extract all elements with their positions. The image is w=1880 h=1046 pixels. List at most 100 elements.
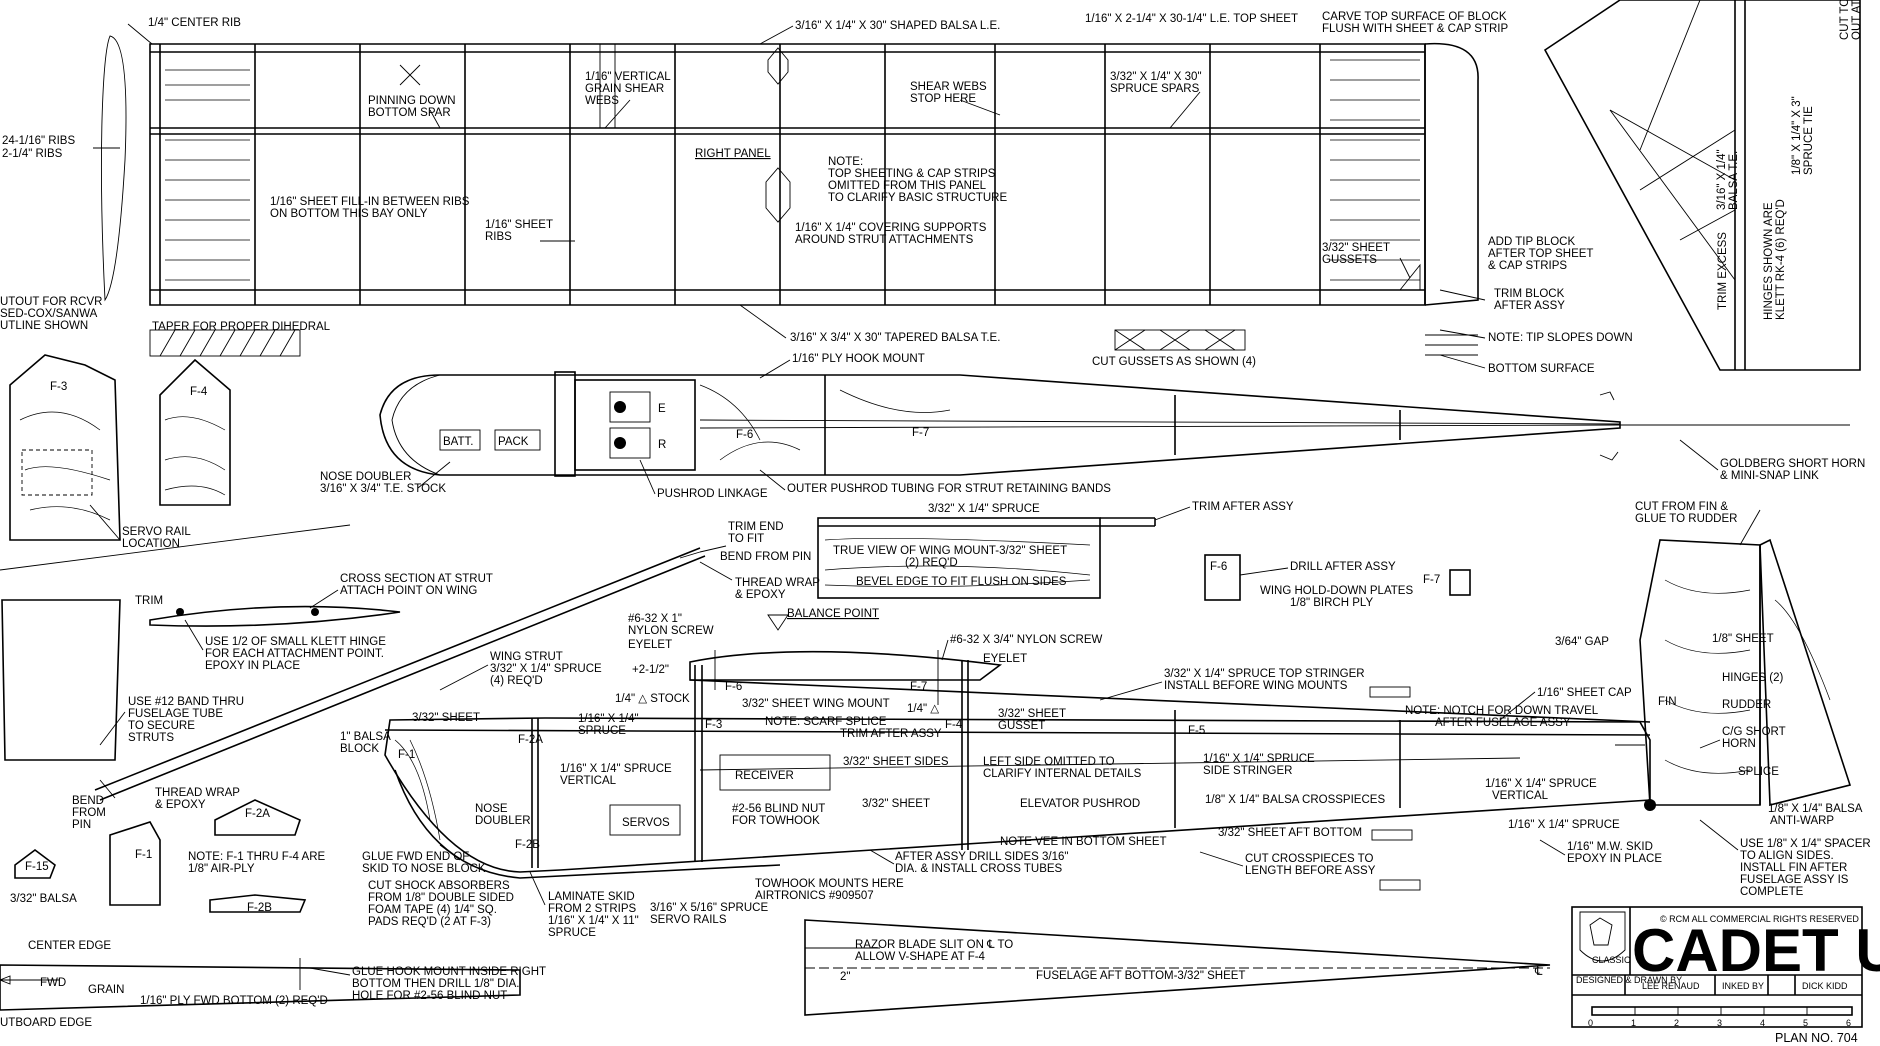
- side-note-vee-label: NOTE VEE IN BOTTOM SHEET: [1000, 836, 1167, 848]
- stab-hinges-label-1: HINGES SHOWN ARE: [1763, 202, 1775, 320]
- bottom-dim-label: 2": [840, 971, 850, 983]
- scale-mark: 0: [1588, 1018, 1593, 1028]
- side-sheet-label: 3/32" SHEET: [412, 712, 480, 724]
- mount-drill-after-label: DRILL AFTER ASSY: [1290, 561, 1396, 573]
- wing-fill-in-label-2: ON BOTTOM THIS BAY ONLY: [270, 208, 428, 220]
- bottom-fwd-label: FWD: [40, 977, 66, 989]
- side-f4-label: F-4: [945, 719, 963, 731]
- former-f1-label: F-1: [135, 849, 152, 861]
- fuselage-top-view: 1/16" PLY HOOK MOUNT BATT. PACK E R F-6 …: [320, 353, 1865, 500]
- side-skid-label-2: EPOXY IN PLACE: [1567, 853, 1662, 865]
- fuse-f6-label: F-6: [736, 429, 753, 441]
- side-servo-rails-label-2: SERVO RAILS: [650, 914, 727, 926]
- wing-sheet-ribs-label-1: 1/16" SHEET: [485, 219, 553, 231]
- scale-bar-marks: 0 1 2 3 4 5 6: [1588, 1018, 1851, 1028]
- side-f5-label: F-5: [1188, 725, 1205, 737]
- side-stock-label: 1/4" △ STOCK: [615, 693, 690, 705]
- strut-trim-label: TRIM: [135, 595, 163, 607]
- plan-number: PLAN NO. 704: [1775, 1031, 1858, 1045]
- bottom-ply-label: 1/16" PLY FWD BOTTOM (2) REQ'D: [140, 995, 328, 1007]
- side-spruce-vertical2-label-2: VERTICAL: [1492, 790, 1549, 802]
- side-trim-after-label: TRIM AFTER ASSY: [840, 728, 942, 740]
- strut-bend-pin-label-1: BEND: [72, 795, 104, 807]
- side-gusset-label-1: 3/32" SHEET: [998, 708, 1066, 720]
- bottom-glue-hook-label-2: BOTTOM THEN DRILL 1/8" DIA.: [352, 978, 519, 990]
- wing-vertical-webs-label-1: 1/16" VERTICAL: [585, 71, 671, 83]
- wing-bottom-surface-label: BOTTOM SURFACE: [1488, 363, 1595, 375]
- side-gap-label: 3/64" GAP: [1555, 636, 1609, 648]
- mount-f6-label: F-6: [1210, 561, 1227, 573]
- title-designed-label: DESIGNED & DRAWN BY: [1576, 975, 1682, 985]
- wing-ribs-2-label: 2-1/4" RIBS: [2, 148, 63, 160]
- side-laminate-skid-label-4: SPRUCE: [548, 927, 596, 939]
- side-sheet-b-label: 3/32" SHEET: [862, 798, 930, 810]
- title-inker: DICK KIDD: [1802, 981, 1848, 991]
- side-spacer-label-3: INSTALL FIN AFTER: [1740, 862, 1847, 874]
- strut-wing-strut-label-3: (4) REQ'D: [490, 675, 543, 687]
- side-after-drill-label-1: AFTER ASSY DRILL SIDES 3/16": [895, 851, 1068, 863]
- strut-band-label-1: USE #12 BAND THRU: [128, 696, 244, 708]
- side-f6-label: F-6: [725, 681, 742, 693]
- former-f3-label: F-3: [50, 381, 67, 393]
- former-balsa-label: 3/32" BALSA: [10, 893, 77, 905]
- side-antiwarp-label-1: 1/8" X 1/4" BALSA: [1768, 803, 1863, 815]
- wing-note-label-1: NOTE:: [828, 156, 863, 168]
- side-hinges2-label: HINGES (2): [1722, 672, 1784, 684]
- side-eyelet-label: EYELET: [628, 639, 672, 651]
- wing-note-label-4: TO CLARIFY BASIC STRUCTURE: [828, 192, 1007, 204]
- bottom-razor-label-1: RAZOR BLADE SLIT ON ℄ TO: [855, 939, 1013, 951]
- fuse-goldberg-label-1: GOLDBERG SHORT HORN: [1720, 458, 1865, 470]
- wing-carve-block-label-1: CARVE TOP SURFACE OF BLOCK: [1322, 11, 1507, 23]
- strut-wing-strut-label-1: WING STRUT: [490, 651, 563, 663]
- side-balsa-block-label-2: BLOCK: [340, 743, 379, 755]
- scale-mark: 1: [1631, 1018, 1636, 1028]
- strut-klett-hinge-label-2: FOR EACH ATTACHMENT POINT.: [205, 648, 384, 660]
- side-aft-bottom-label: 3/32" SHEET AFT BOTTOM: [1218, 827, 1362, 839]
- side-top-stringer-label-2: INSTALL BEFORE WING MOUNTS: [1164, 680, 1348, 692]
- fuse-goldberg-label-2: & MINI-SNAP LINK: [1720, 470, 1819, 482]
- fuse-pushrod-linkage-label: PUSHROD LINKAGE: [657, 488, 768, 500]
- stabilizer-plan: 3/16" X 1/4" BALSA T.E. TRIM EXCESS HING…: [1543, 0, 1863, 371]
- side-balance-point-label: BALANCE POINT: [787, 608, 879, 620]
- bottom-razor-label-2: ALLOW V-SHAPE AT F-4: [855, 951, 986, 963]
- strut-thread-wrap2-label-1: THREAD WRAP: [155, 787, 240, 799]
- stab-hinges-label-2: KLETT RK-4 (6) REQ'D: [1775, 199, 1787, 320]
- wing-taper-dihedral-label: TAPER FOR PROPER DIHEDRAL: [152, 321, 331, 333]
- wing-cut-gussets-label: CUT GUSSETS AS SHOWN (4): [1092, 356, 1256, 368]
- side-left-side-label-2: CLARIFY INTERNAL DETAILS: [983, 768, 1142, 780]
- wing-shaped-le-label: 3/16" X 1/4" X 30" SHAPED BALSA L.E.: [795, 20, 1000, 32]
- side-glue-fwd-label-1: GLUE FWD END OF: [362, 851, 469, 863]
- side-sheet18-label: 1/8" SHEET: [1712, 633, 1774, 645]
- side-spruce-b-label: 1/16" X 1/4" SPRUCE: [1508, 819, 1620, 831]
- side-laminate-skid-label-2: FROM 2 STRIPS: [548, 903, 637, 915]
- stab-spruce-tie-label-1: 1/8" X 1/4" X 3": [1791, 96, 1803, 175]
- wing-cutout-rcvr-label-3: UTLINE SHOWN: [0, 320, 88, 332]
- strut-cross-section-label-1: CROSS SECTION AT STRUT: [340, 573, 493, 585]
- strut-trim-end-label-2: TO FIT: [728, 533, 764, 545]
- strut-band-label-4: STRUTS: [128, 732, 174, 744]
- former-f2b-label: F-2B: [247, 902, 272, 914]
- wing-fill-in-label-1: 1/16" SHEET FILL-IN BETWEEN RIBS: [270, 196, 470, 208]
- strut-wing-strut-label-2: 3/32" X 1/4" SPRUCE: [490, 663, 602, 675]
- side-servos-label: SERVOS: [622, 817, 670, 829]
- bottom-parts: CENTER EDGE FWD GRAIN 1/16" PLY FWD BOTT…: [0, 919, 1551, 1029]
- side-nylon-screw-label-1: #6-32 X 1": [628, 613, 682, 625]
- mount-true-view-label-2: (2) REQ'D: [905, 557, 958, 569]
- scale-mark: 2: [1674, 1018, 1679, 1028]
- strut-bend-pin-label-3: PIN: [72, 819, 91, 831]
- wing-spruce-spars-label-2: SPRUCE SPARS: [1110, 83, 1200, 95]
- former-note-airply-label-2: 1/8" AIR-PLY: [188, 863, 255, 875]
- side-f7-label: F-7: [910, 681, 927, 693]
- side-tri-label: 1/4" △: [907, 703, 940, 715]
- side-skid-label-1: 1/16" M.W. SKID: [1567, 841, 1653, 853]
- side-spruce-vertical-label-2: VERTICAL: [560, 775, 617, 787]
- scale-mark: 5: [1803, 1018, 1808, 1028]
- side-spruce-vertical2-label-1: 1/16" X 1/4" SPRUCE: [1485, 778, 1597, 790]
- title-block: CLASSIC © RCM ALL COMMERCIAL RIGHTS RESE…: [1571, 906, 1880, 1045]
- wing-strut: TRIM END TO FIT BEND FROM PIN THREAD WRA…: [72, 521, 820, 831]
- title-copyright: © RCM ALL COMMERCIAL RIGHTS RESERVED: [1660, 914, 1859, 924]
- side-eyelet2-label: EYELET: [983, 653, 1027, 665]
- strut-band-label-2: FUSELAGE TUBE: [128, 708, 223, 720]
- wing-pinning-label-2: BOTTOM SPAR: [368, 107, 451, 119]
- side-rudder-label: RUDDER: [1722, 699, 1771, 711]
